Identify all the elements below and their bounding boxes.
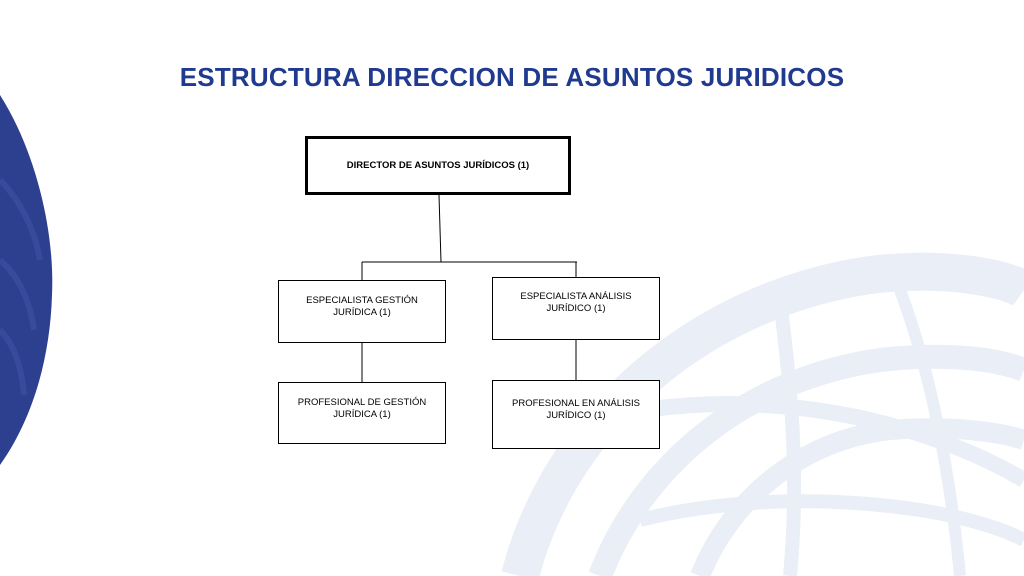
node-especialista-analisis-label: ESPECIALISTA ANÁLISIS JURÍDICO (1) — [520, 291, 632, 314]
page-title: ESTRUCTURA DIRECCION DE ASUNTOS JURIDICO… — [179, 62, 845, 92]
right-globe-decoration — [501, 252, 1024, 576]
node-director: DIRECTOR DE ASUNTOS JURÍDICOS (1) — [305, 136, 571, 195]
node-especialista-gestion-label: ESPECIALISTA GESTIÓN JURÍDICA (1) — [306, 295, 418, 318]
left-arc-texture — [0, 177, 43, 396]
node-profesional-gestion-label: PROFESIONAL DE GESTIÓN JURÍDICA (1) — [297, 397, 427, 420]
node-especialista-gestion: ESPECIALISTA GESTIÓN JURÍDICA (1) — [278, 280, 446, 343]
node-profesional-gestion: PROFESIONAL DE GESTIÓN JURÍDICA (1) — [278, 382, 446, 444]
connector-director-down — [438, 194, 442, 263]
left-arc-decoration — [0, 95, 53, 465]
node-director-label: DIRECTOR DE ASUNTOS JURÍDICOS (1) — [346, 159, 530, 171]
node-profesional-analisis-label: PROFESIONAL EN ANÁLISIS JURÍDICO (1) — [512, 398, 640, 421]
node-profesional-analisis: PROFESIONAL EN ANÁLISIS JURÍDICO (1) — [492, 380, 660, 449]
node-especialista-analisis: ESPECIALISTA ANÁLISIS JURÍDICO (1) — [492, 277, 660, 340]
